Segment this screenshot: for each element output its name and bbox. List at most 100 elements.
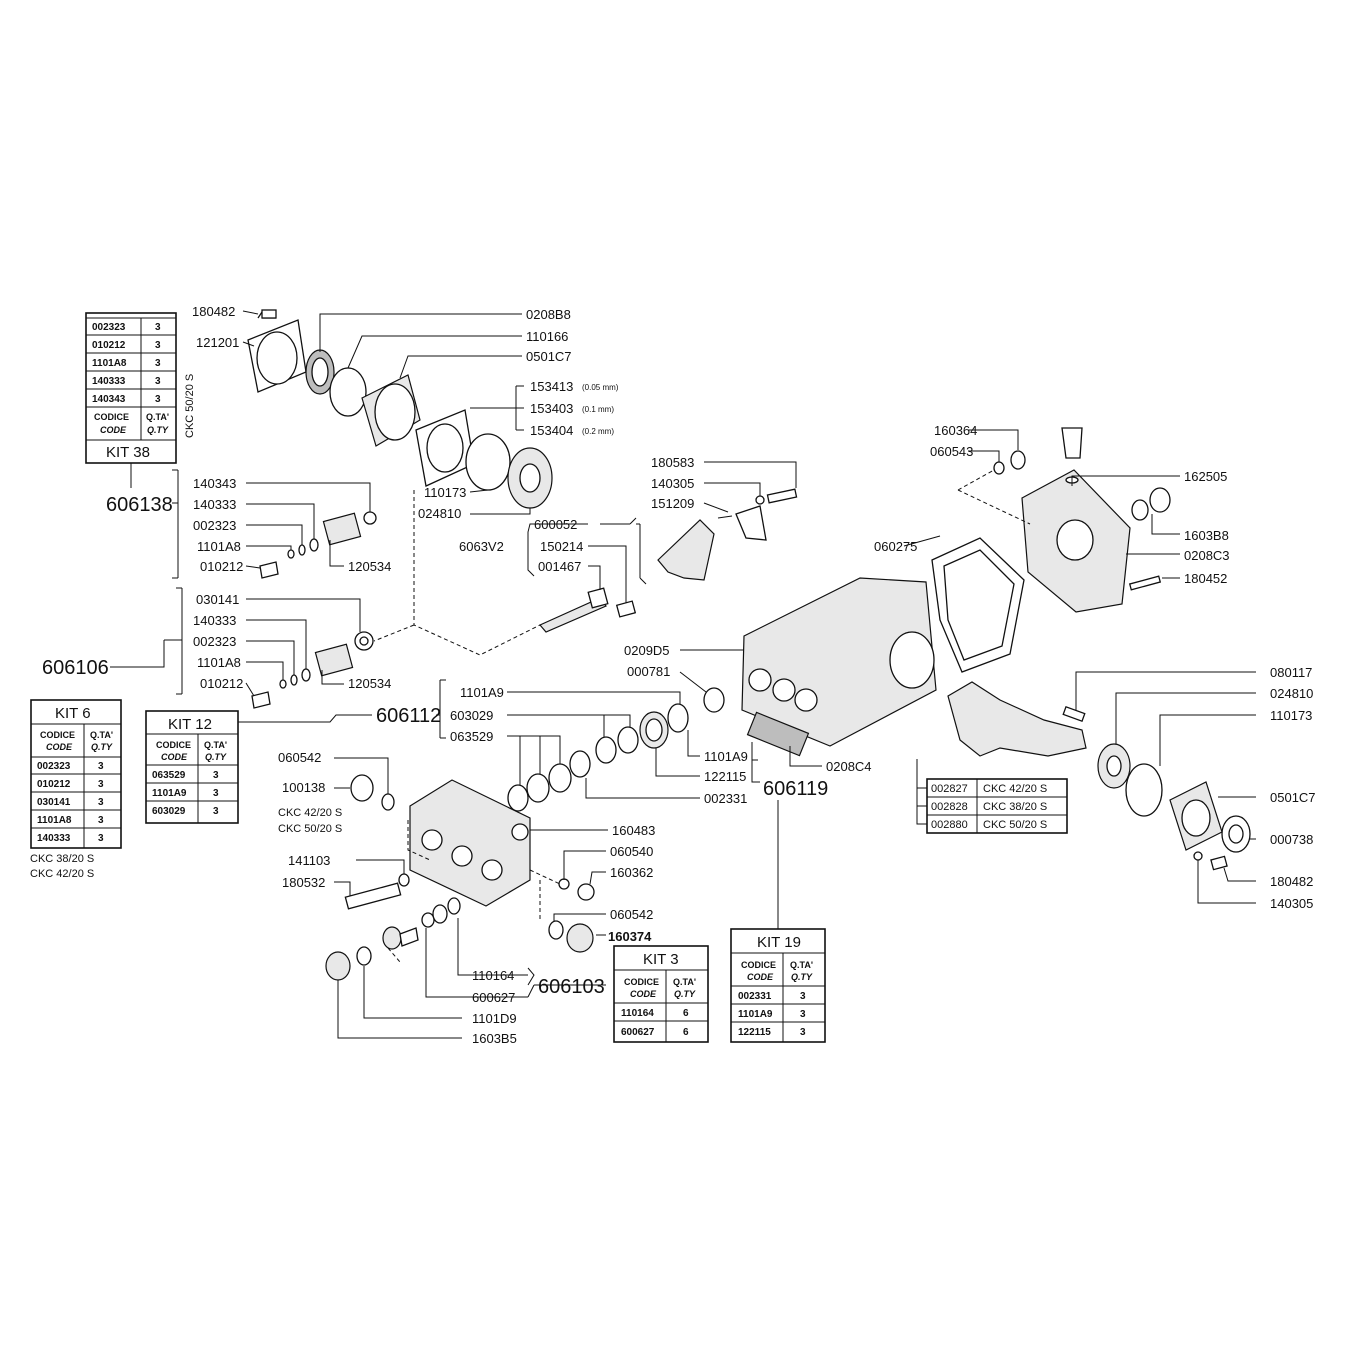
kit12-row1-qty: 3 <box>213 770 219 781</box>
label-600627: 600627 <box>472 990 515 1005</box>
kit3-head-qty: Q.TA' <box>673 977 696 987</box>
label-141103: 141103 <box>288 853 330 868</box>
label-160374: 160374 <box>608 929 652 944</box>
kit19-head-qty: Q.TA' <box>790 960 813 970</box>
label-122115: 122115 <box>704 769 746 784</box>
label-002323-a: 002323 <box>193 518 236 533</box>
kit12-row2-code: 1101A9 <box>152 788 187 799</box>
kit6-row2-qty: 3 <box>98 779 104 790</box>
label-060542-b: 060542 <box>610 907 653 922</box>
leader-lines <box>110 310 1256 1039</box>
kit19-row1-code: 002331 <box>738 991 772 1002</box>
label-153413: 153413 <box>530 379 573 394</box>
label-153404-note: (0.2 mm) <box>582 427 614 436</box>
piston-001467 <box>539 597 607 633</box>
label-140333-b: 140333 <box>193 613 236 628</box>
label-0208C4: 0208C4 <box>826 759 872 774</box>
kit38-head-code-en: CODE <box>100 425 127 435</box>
kit6-model-2: CKC 42/20 S <box>30 868 94 880</box>
kit12-row3-code: 603029 <box>152 806 186 817</box>
oring-1101A9 <box>667 703 689 733</box>
oring-110173-b <box>1125 763 1163 817</box>
ring-002331 <box>569 750 591 778</box>
kit6-row4-qty: 3 <box>98 815 104 826</box>
kit6-table: KIT 6 CODICE CODE Q.TA' Q.TY 002323 3 01… <box>30 699 122 880</box>
washer-141103 <box>398 873 410 887</box>
label-153404: 153404 <box>530 423 573 438</box>
label-0501C7-top: 0501C7 <box>526 349 572 364</box>
kit38-head-qty: Q.TA' <box>146 412 169 422</box>
oring-110166 <box>329 367 367 417</box>
label-1603B8: 1603B8 <box>1184 528 1229 543</box>
label-180482-top: 180482 <box>192 304 235 319</box>
label-024810-top: 024810 <box>418 506 461 521</box>
kit12-head-qty: Q.TA' <box>204 740 227 750</box>
kit3-head-code-en: CODE <box>630 989 657 999</box>
kit6-title: KIT 6 <box>55 705 91 722</box>
label-060543: 060543 <box>930 444 973 459</box>
label-000781: 000781 <box>627 664 670 679</box>
kit38-row4-code: 140333 <box>92 376 126 387</box>
kit19-row2-qty: 3 <box>800 1009 806 1020</box>
oring-060542-a <box>381 793 395 811</box>
kit38-row3-code: 1101A8 <box>92 358 127 369</box>
label-030141: 030141 <box>196 592 239 607</box>
kit6-head-qty: Q.TA' <box>90 730 113 740</box>
kit19-row1-qty: 3 <box>800 991 806 1002</box>
kit19-row3-code: 122115 <box>738 1027 771 1038</box>
label-140305-a: 140305 <box>651 476 694 491</box>
label-110164: 110164 <box>472 968 514 983</box>
kit6-row1-code: 002323 <box>37 761 71 772</box>
kit3-table: KIT 3 CODICE CODE Q.TA' Q.TY 110164 6 60… <box>613 945 709 1043</box>
kit3-head-code: CODICE <box>624 977 659 987</box>
label-160362: 160362 <box>610 865 653 880</box>
label-100138: 100138 <box>282 780 325 795</box>
crank-model-1: CKC 42/20 S <box>983 783 1047 795</box>
seal-063529 <box>548 763 572 793</box>
plunger-120534-a <box>322 512 362 546</box>
label-1101A9-a: 1101A9 <box>460 685 504 700</box>
kit38-head-qty-en: Q.TY <box>147 425 169 435</box>
label-180583: 180583 <box>651 455 694 470</box>
valve-600627 <box>382 926 402 950</box>
kit12-row3-qty: 3 <box>213 806 219 817</box>
crankcase-0209D5 <box>741 577 937 747</box>
oring-060542-b <box>548 920 564 940</box>
oring-060540 <box>558 878 570 890</box>
label-160483: 160483 <box>612 823 655 838</box>
kit12-head-qty-en: Q.TY <box>205 752 227 762</box>
label-1101D9: 1101D9 <box>472 1011 517 1026</box>
kit12-row2-qty: 3 <box>213 788 219 799</box>
kit19-table: KIT 19 CODICE CODE Q.TA' Q.TY 002331 3 1… <box>730 800 826 1043</box>
kit6-head-code: CODICE <box>40 730 75 740</box>
label-120534-a: 120534 <box>348 559 391 574</box>
label-180482-b: 180482 <box>1270 874 1313 889</box>
label-1101A9-b: 1101A9 <box>704 749 748 764</box>
kit38-row2-qty: 3 <box>155 340 161 351</box>
label-ckc-42-20: CKC 42/20 S <box>278 807 342 819</box>
label-0501C7-b: 0501C7 <box>1270 790 1316 805</box>
kit12-head-code-en: CODE <box>161 752 188 762</box>
kit12-table: KIT 12 CODICE CODE Q.TA' Q.TY 063529 3 1… <box>145 710 239 824</box>
kit6-row4-code: 1101A8 <box>37 815 72 826</box>
label-060542-a: 060542 <box>278 750 321 765</box>
label-110166: 110166 <box>526 329 568 344</box>
kit6-row5-code: 140333 <box>37 833 71 844</box>
crank-code-3: 002880 <box>931 819 968 831</box>
kit19-row2-code: 1101A9 <box>738 1009 773 1020</box>
label-110173-b: 110173 <box>1270 708 1312 723</box>
crank-model-3: CKC 50/20 S <box>983 819 1047 831</box>
kit19-head-code: CODICE <box>741 960 776 970</box>
label-000738: 000738 <box>1270 832 1313 847</box>
label-140333-a: 140333 <box>193 497 236 512</box>
label-140343: 140343 <box>193 476 236 491</box>
plug-160374 <box>566 923 594 953</box>
kit3-title: KIT 3 <box>643 951 679 968</box>
label-121201: 121201 <box>196 335 239 350</box>
label-0208B8: 0208B8 <box>526 307 571 322</box>
label-010212-b: 010212 <box>200 676 243 691</box>
label-180452: 180452 <box>1184 571 1227 586</box>
kit3-row2-qty: 6 <box>683 1027 689 1038</box>
crankshaft-variant-table: 002827 CKC 42/20 S 002828 CKC 38/20 S 00… <box>916 759 1068 834</box>
